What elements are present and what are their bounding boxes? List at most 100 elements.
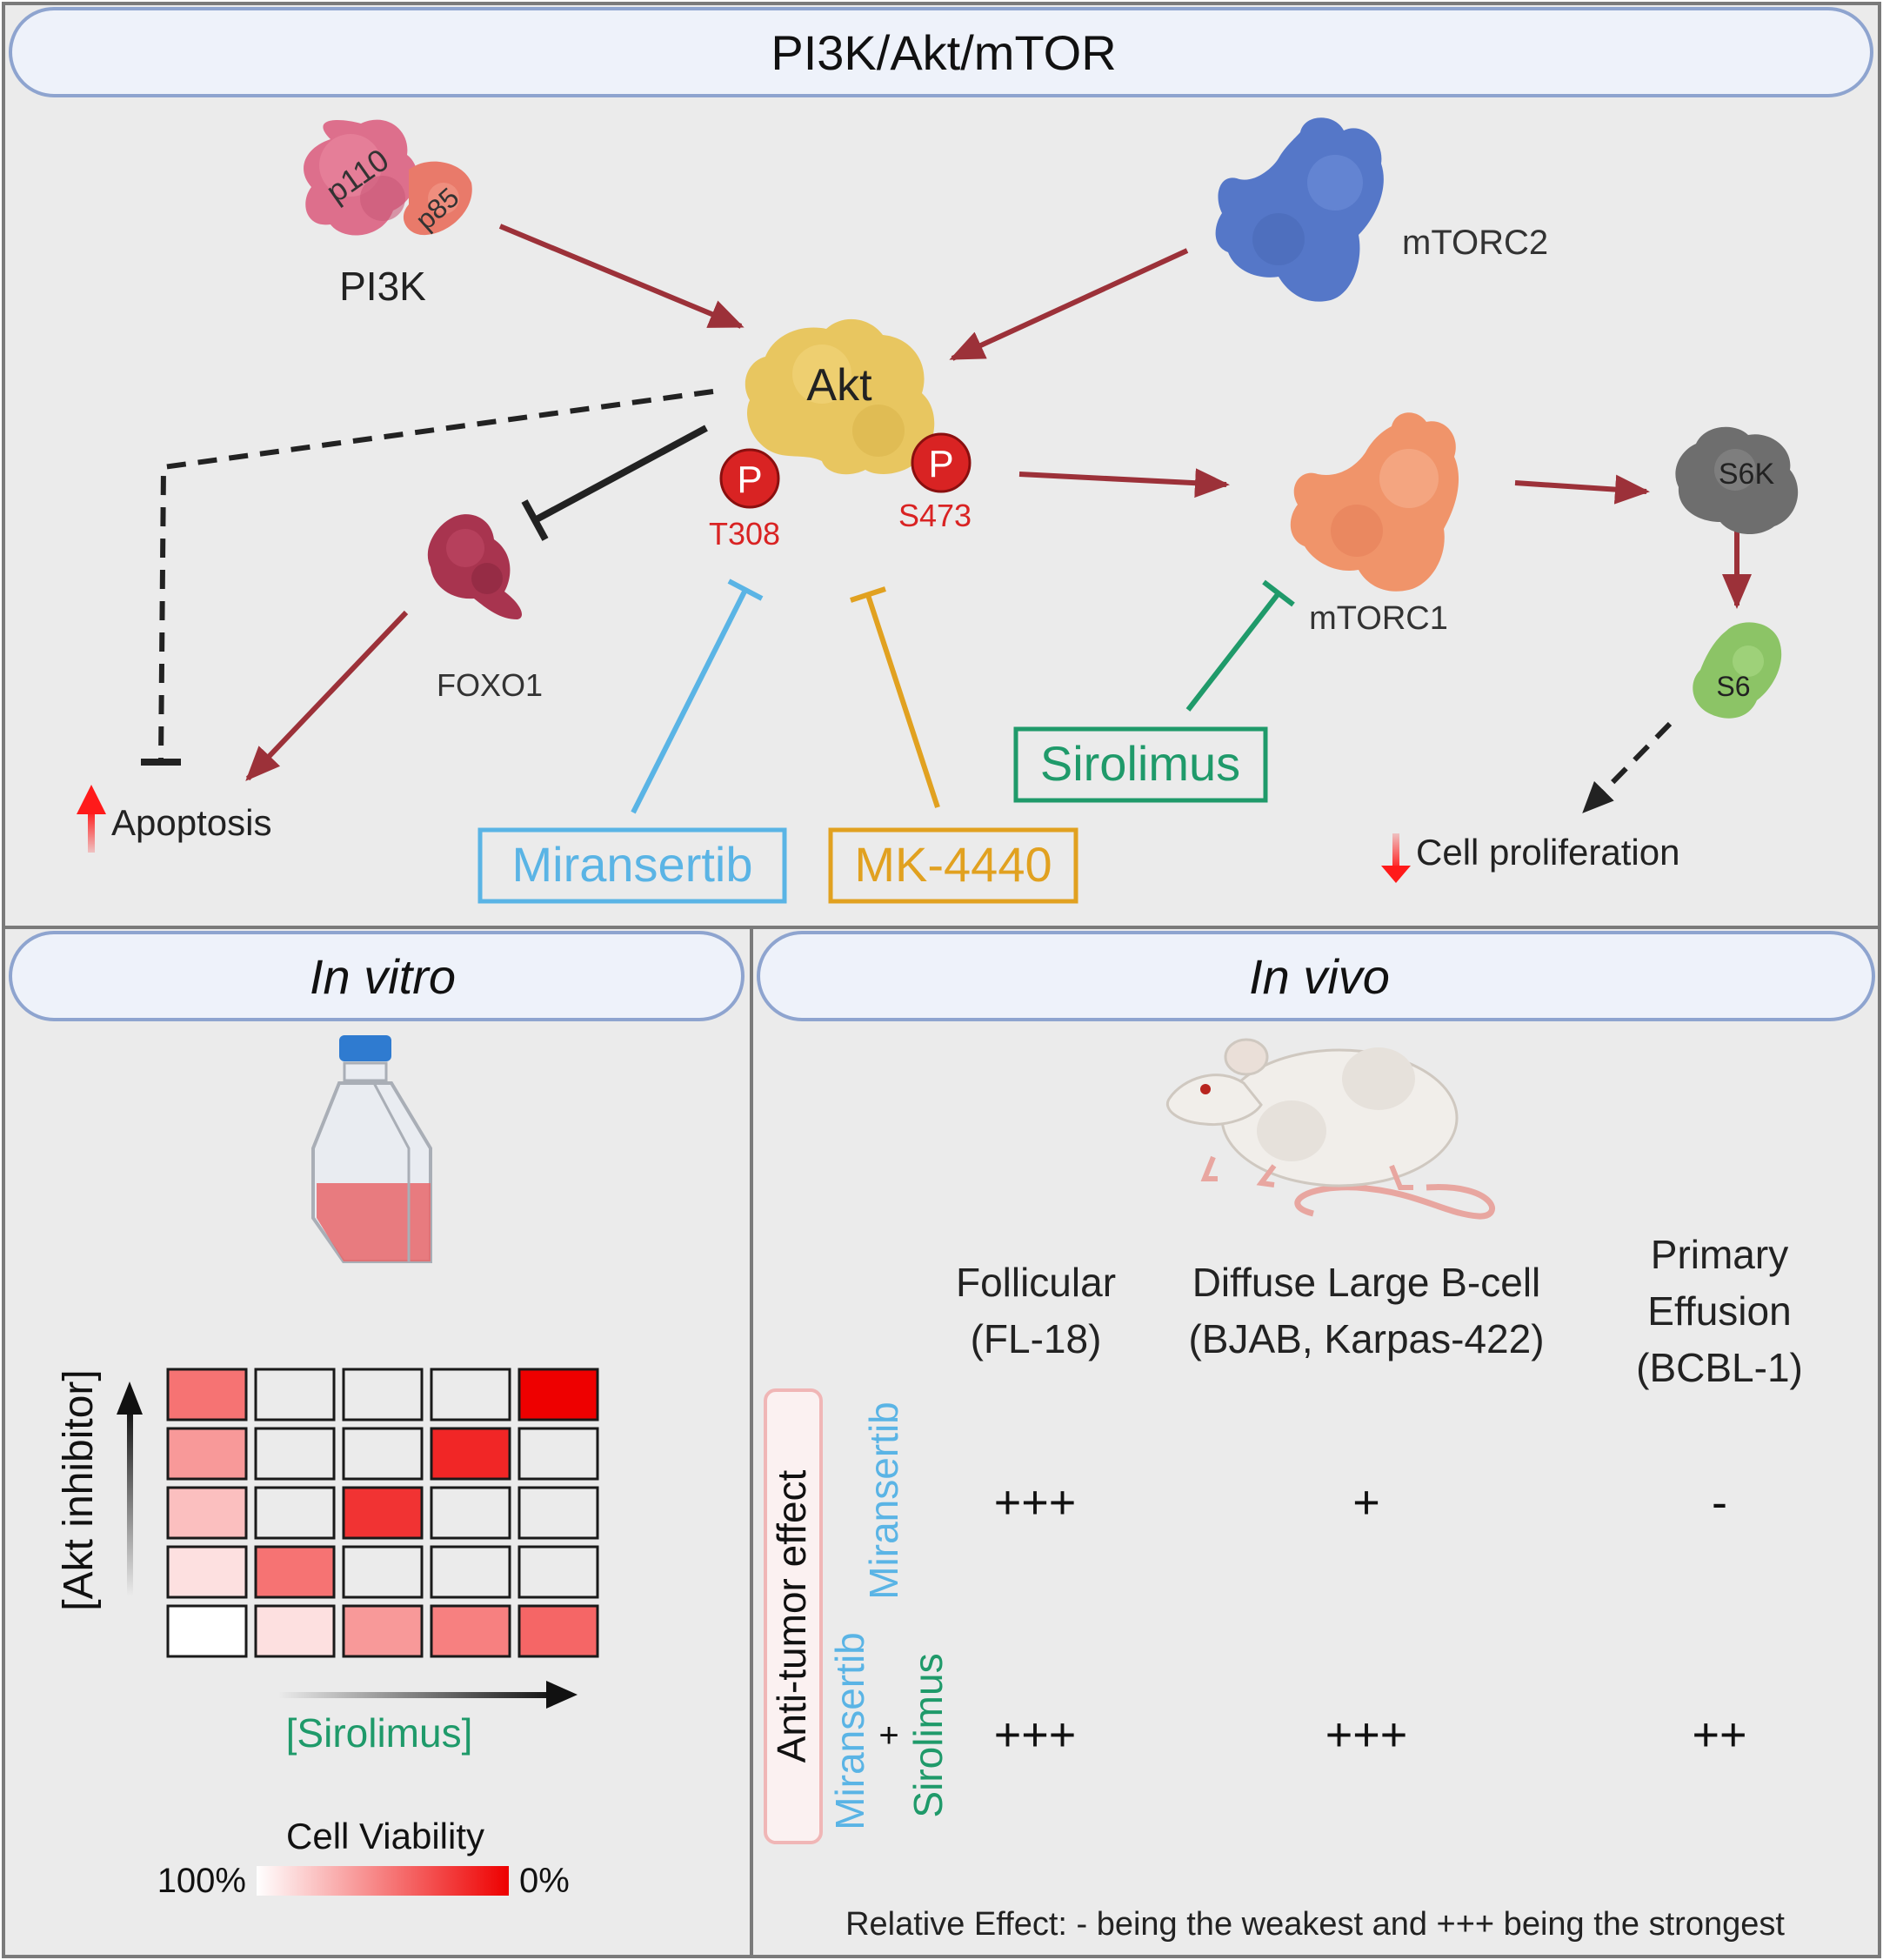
akt-label: Akt	[806, 360, 872, 411]
culture-flask-icon	[311, 1035, 432, 1263]
heatmap-cell-r3-c2	[342, 1545, 424, 1599]
heatmap-cell-r4-c3	[430, 1604, 511, 1658]
pi3k-protein: p110 p85	[304, 119, 472, 236]
anti-tumor-effect-box	[764, 1388, 823, 1844]
arrow-mtorc2-to-akt	[949, 248, 1189, 361]
mtorc2-label: mTORC2	[1402, 224, 1548, 262]
pi3k-label: PI3K	[339, 264, 426, 309]
akt-protein	[745, 318, 935, 475]
heatmap-cell-r1-c3	[430, 1427, 511, 1481]
pathway-connectors	[141, 224, 1752, 814]
akt-inhibitor-axis-arrowhead	[117, 1381, 143, 1415]
inhibit-sirolimus-bar	[1262, 579, 1295, 607]
row-combo-miransertib-label: Miransertib	[827, 1632, 872, 1830]
column-header-0-line-1: (FL-18)	[971, 1316, 1102, 1361]
arrow-foxo1-to-apoptosis	[245, 610, 409, 781]
viability-heatmap	[166, 1368, 599, 1658]
heatmap-cell-r2-c4	[517, 1486, 599, 1540]
arrow-s6-to-cell-proliferation	[1582, 721, 1673, 813]
mtorc1-protein	[1290, 412, 1459, 592]
heatmap-cell-r1-c2	[342, 1427, 424, 1481]
s6-label: S6	[1716, 671, 1750, 702]
in-vivo-title: In vivo	[1249, 949, 1390, 1004]
apoptosis-label: Apoptosis	[111, 802, 271, 843]
column-header-2-line-2: (BCBL-1)	[1636, 1345, 1803, 1390]
effect-miransertib-pel: -	[1712, 1476, 1727, 1529]
column-header-1: Diffuse Large B-cell(BJAB, Karpas-422)	[1188, 1260, 1544, 1361]
inhibit-akt-foxo1-bar	[521, 499, 549, 541]
foxo1-protein	[427, 514, 522, 619]
s473-label: S473	[898, 498, 972, 533]
arrow-akt-to-mtorc1	[1018, 468, 1230, 498]
mk4440-label: MK-4440	[854, 837, 1052, 892]
arrow-pi3k-to-akt	[498, 224, 745, 329]
mk4440-box	[828, 827, 1078, 904]
heatmap-cell-r4-c2	[342, 1604, 424, 1658]
inhibit-miransertib-bar	[727, 579, 764, 601]
mtorc1-label: mTORC1	[1309, 600, 1448, 637]
cell-viability-min-label: 100%	[157, 1862, 246, 1900]
mouse-icon	[1166, 1038, 1495, 1220]
heatmap-cell-r1-c4	[517, 1427, 599, 1481]
relative-effect-footnote: Relative Effect: - being the weakest and…	[845, 1906, 1785, 1943]
pathway-title: PI3K/Akt/mTOR	[771, 25, 1116, 80]
effect-combo-follicular: +++	[994, 1709, 1077, 1761]
phospho-s473-icon	[911, 432, 972, 493]
heatmap-cell-r2-c1	[254, 1486, 336, 1540]
heatmap-cell-r3-c4	[517, 1545, 599, 1599]
sirolimus-box	[1013, 726, 1268, 803]
row-combo-plus-label: +	[878, 1716, 898, 1755]
heatmap-cell-r4-c4	[517, 1604, 599, 1658]
effect-miransertib-dlbcl: +	[1352, 1476, 1380, 1529]
inhibit-mk4440	[865, 594, 940, 808]
heatmap-cell-r0-c2	[342, 1368, 424, 1422]
heatmap-cell-r1-c1	[254, 1427, 336, 1481]
down-arrow-icon	[1381, 833, 1411, 883]
inhibit-akt-foxo1	[533, 425, 708, 524]
cell-proliferation-label: Cell proliferation	[1416, 832, 1679, 873]
heatmap-cell-r2-c3	[430, 1486, 511, 1540]
anti-tumor-effect-label: Anti-tumor effect	[769, 1469, 814, 1763]
arrow-mtorc1-to-s6k	[1514, 474, 1650, 505]
heatmap-cell-r2-c2	[342, 1486, 424, 1540]
akt-inhibitor-axis	[127, 1409, 133, 1596]
phospho-s473-symbol: P	[928, 443, 953, 485]
heatmap-cell-r0-c1	[254, 1368, 336, 1422]
column-header-2-line-1: Effusion	[1647, 1288, 1791, 1334]
miransertib-box	[477, 827, 787, 904]
heatmap-cell-r0-c3	[430, 1368, 511, 1422]
effect-combo-pel: ++	[1692, 1709, 1746, 1761]
heatmap-cell-r4-c0	[166, 1604, 248, 1658]
heatmap-cell-r4-c1	[254, 1604, 336, 1658]
effect-combo-dlbcl: +++	[1325, 1709, 1408, 1761]
phospho-t308-symbol: P	[737, 458, 762, 501]
heatmap-cell-r1-c0	[166, 1427, 248, 1481]
row-miransertib-label: Miransertib	[861, 1401, 906, 1600]
sirolimus-label: Sirolimus	[1040, 736, 1240, 791]
heatmap-cell-r3-c1	[254, 1545, 336, 1599]
heatmap-cell-r2-c0	[166, 1486, 248, 1540]
cell-viability-gradient	[257, 1866, 509, 1896]
heatmap-cell-r3-c0	[166, 1545, 248, 1599]
inhibit-sirolimus	[1185, 592, 1281, 712]
cell-viability-max-label: 0%	[519, 1862, 570, 1900]
in-vitro-title: In vitro	[310, 949, 456, 1004]
heatmap-cell-r3-c3	[430, 1545, 511, 1599]
mtorc2-protein	[1215, 117, 1384, 302]
in-vivo-column-headers: Follicular (FL-18) Diffuse Large B-cell(BJ…	[956, 1232, 1803, 1390]
inhibit-mk4440-bar	[850, 586, 886, 603]
s6k-label: S6K	[1719, 458, 1775, 491]
sirolimus-axis-arrowhead	[546, 1681, 578, 1709]
inhibit-miransertib	[631, 588, 748, 814]
akt-inhibitor-axis-label: [Akt inhibitor]	[56, 1369, 102, 1610]
column-header-0: Follicular (FL-18)	[956, 1260, 1116, 1361]
cell-viability-legend-title: Cell Viability	[286, 1816, 484, 1856]
sirolimus-axis	[278, 1692, 555, 1698]
column-header-1-line-1: (BJAB, Karpas-422)	[1188, 1316, 1544, 1361]
column-header-0-line-0: Follicular	[956, 1260, 1116, 1305]
miransertib-label: Miransertib	[512, 837, 753, 892]
s6-protein	[1693, 622, 1782, 719]
column-header-2-line-0: Primary	[1651, 1232, 1788, 1277]
